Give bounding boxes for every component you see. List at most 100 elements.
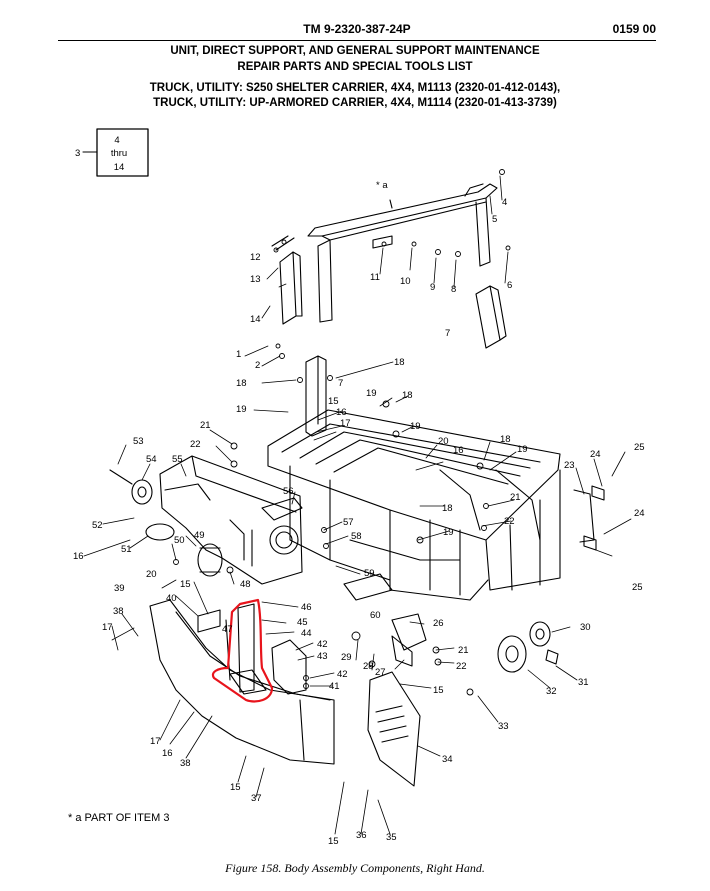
title-line-4: TRUCK, UTILITY: UP-ARMORED CARRIER, 4X4,… — [153, 97, 557, 109]
callout-40: 40 — [166, 593, 177, 604]
callout-47: 47 — [222, 624, 233, 635]
fastener-hardware — [173, 169, 511, 696]
callout-60: 60 — [370, 610, 381, 621]
tm-number: TM 9-2320-387-24P — [303, 22, 411, 36]
callout-46: 46 — [301, 602, 312, 613]
callout-19: 19 — [517, 444, 528, 455]
roll-bar-frame — [307, 183, 498, 323]
callout-19: 19 — [443, 527, 454, 538]
callout-56: 56 — [283, 486, 294, 497]
callout-43: 43 — [317, 651, 328, 662]
callout-24: 24 — [634, 508, 645, 519]
callout-14: 14 — [250, 314, 261, 325]
callout-45: 45 — [297, 617, 308, 628]
star-label: * a — [376, 180, 388, 191]
callout-7: 7 — [338, 378, 343, 389]
title-line-1: UNIT, DIRECT SUPPORT, AND GENERAL SUPPOR… — [170, 45, 540, 57]
callout-9: 9 — [430, 282, 435, 293]
bracket-item-60 — [343, 573, 393, 601]
title-line-3: TRUCK, UTILITY: S250 SHELTER CARRIER, 4X… — [149, 82, 561, 94]
callout-18: 18 — [402, 390, 413, 401]
callout-25: 25 — [632, 582, 643, 593]
callout-21: 21 — [510, 492, 521, 503]
callout-52: 52 — [92, 520, 103, 531]
callout-38: 38 — [113, 606, 124, 617]
ref-box-mid: thru — [111, 148, 127, 159]
callout-18: 18 — [236, 378, 247, 389]
disc-item-49 — [197, 543, 223, 577]
callout-36: 36 — [356, 830, 367, 841]
tm-header-row: TM 9-2320-387-24P 0159 00 — [58, 22, 656, 40]
left-pillar — [271, 235, 303, 325]
title-line-2: REPAIR PARTS AND SPECIAL TOOLS LIST — [237, 61, 473, 73]
post-item-7 — [305, 355, 327, 437]
strut-bracket-item-47 — [225, 603, 267, 695]
callout-55: 55 — [172, 454, 183, 465]
plate-item-43 — [271, 639, 307, 695]
callout-44: 44 — [301, 628, 312, 639]
part-item-31 — [545, 649, 559, 665]
callout-15: 15 — [328, 836, 339, 847]
callout-33: 33 — [498, 721, 509, 732]
callout-48: 48 — [240, 579, 251, 590]
highlight-loop — [211, 598, 274, 703]
callout-11: 11 — [370, 272, 380, 283]
callout-35: 35 — [386, 832, 397, 843]
plate-item-51 — [145, 523, 175, 541]
callout-49: 49 — [194, 530, 205, 541]
callout-18: 18 — [442, 503, 453, 514]
reference-box — [82, 128, 149, 177]
callout-17: 17 — [150, 736, 161, 747]
callout-42: 42 — [337, 669, 348, 680]
ref-box-bottom: 14 — [114, 162, 125, 173]
callout-1: 1 — [236, 349, 241, 360]
callout-50: 50 — [174, 535, 185, 546]
callout-34: 34 — [442, 754, 453, 765]
callout-16: 16 — [162, 748, 173, 759]
callout-5: 5 — [492, 214, 497, 225]
callout-20: 20 — [146, 569, 157, 580]
callout-16: 16 — [453, 445, 464, 456]
callout-54: 54 — [146, 454, 157, 465]
callout-25: 25 — [634, 442, 645, 453]
leader-lines — [83, 175, 632, 835]
callout-59: 59 — [364, 568, 375, 579]
callout-10: 10 — [400, 276, 411, 287]
callout-labels: 4 thru 14 3 * a 4 5 6 7 8 9 10 11 12 13 … — [73, 135, 645, 847]
callout-19: 19 — [366, 388, 377, 399]
bracket-item-26 — [391, 613, 427, 667]
side-housing-item-55 — [159, 455, 303, 585]
callout-23: 23 — [564, 460, 575, 471]
callout-31: 31 — [578, 677, 589, 688]
callout-51: 51 — [121, 544, 132, 555]
callout-39: 39 — [114, 583, 125, 594]
callout-13: 13 — [250, 274, 261, 285]
callout-19: 19 — [236, 404, 247, 415]
callout-16: 16 — [336, 407, 347, 418]
body-floor-structure — [267, 409, 561, 601]
callout-30: 30 — [580, 622, 591, 633]
callout-7: 7 — [445, 328, 450, 339]
work-package-number: 0159 00 — [612, 22, 656, 36]
callout-22: 22 — [190, 439, 201, 450]
ref-box-lead: 3 — [75, 148, 80, 159]
hub-item-30 — [529, 621, 551, 647]
callout-22: 22 — [504, 516, 515, 527]
bar-item-23 — [573, 485, 605, 551]
callout-32: 32 — [546, 686, 557, 697]
callout-6: 6 — [507, 280, 512, 291]
header-rule — [58, 40, 656, 41]
callout-21: 21 — [458, 645, 469, 656]
callout-41: 41 — [329, 681, 340, 692]
hub-item-54 — [109, 469, 153, 505]
step-panel-item-34 — [367, 671, 421, 787]
ref-box-top: 4 — [114, 135, 119, 146]
callout-29: 29 — [341, 652, 352, 663]
callout-15: 15 — [328, 396, 339, 407]
callout-2: 2 — [255, 360, 260, 371]
bracket-item-40 — [197, 609, 221, 633]
callout-42: 42 — [317, 639, 328, 650]
side-plate-item-7 — [475, 285, 507, 349]
wheel-item-32 — [497, 635, 527, 673]
callout-8: 8 — [451, 284, 456, 295]
